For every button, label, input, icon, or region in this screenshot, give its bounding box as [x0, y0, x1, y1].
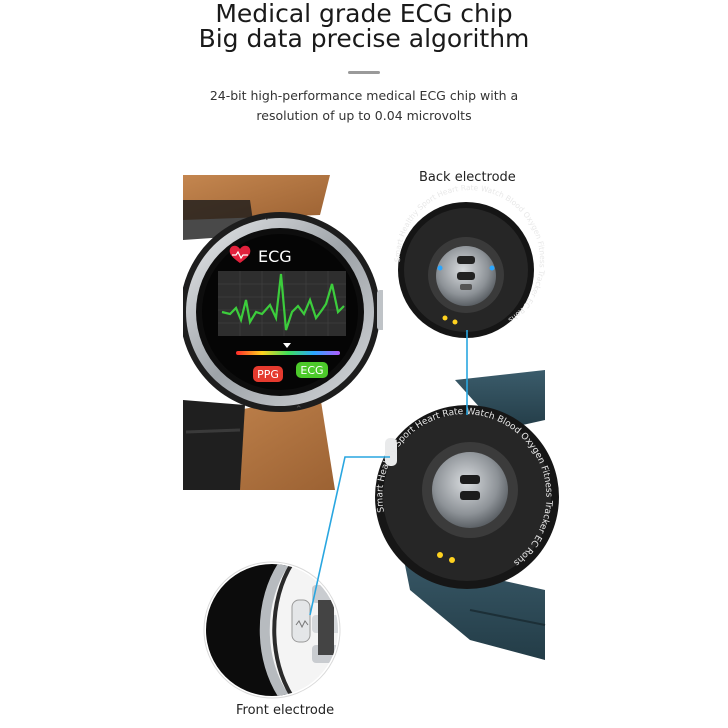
front-electrode-label: Front electrode [236, 703, 335, 718]
front-watch: ECG PPG ECG ⌄ ⌃ [183, 175, 383, 490]
blue-strap-top [455, 370, 545, 430]
headline-line-2: Big data precise algorithm [198, 24, 530, 53]
headline-line-1: Medical grade ECG chip [215, 0, 513, 28]
ppg-button[interactable] [253, 366, 283, 382]
back-watch: Smart Healthy Sport Heart Rate Watch Blo… [375, 370, 559, 660]
ecg-button-label: ECG [300, 364, 323, 377]
front-electrode-callout [309, 456, 390, 616]
triangle-down-icon [283, 343, 291, 348]
description: 24-bit high-performance medical ECG chip… [0, 86, 728, 126]
front-electrode-zoom-button [291, 599, 311, 643]
back-watch-plate [432, 452, 508, 528]
front-electrode-zoom [203, 561, 341, 699]
back-electrode-label: Back electrode [419, 170, 516, 185]
heart-icon [229, 245, 251, 263]
back-electrode-detail: Smart Healthy Sport Heart Rate Watch Blo… [393, 183, 547, 338]
ppg-button-label: PPG [257, 368, 279, 381]
spectrum-bar [236, 351, 340, 355]
description-line-2: resolution of up to 0.04 microvolts [256, 108, 472, 123]
bezel-marker: ⌄ [263, 212, 271, 222]
bezel-marker: ⌃ [295, 404, 303, 414]
description-line-1: 24-bit high-performance medical ECG chip… [209, 88, 519, 103]
ecg-waveform [221, 273, 345, 331]
title-divider [348, 71, 380, 74]
ecg-button[interactable] [296, 362, 328, 378]
screen-title: ECG [258, 247, 292, 266]
front-electrode-button [385, 438, 397, 466]
